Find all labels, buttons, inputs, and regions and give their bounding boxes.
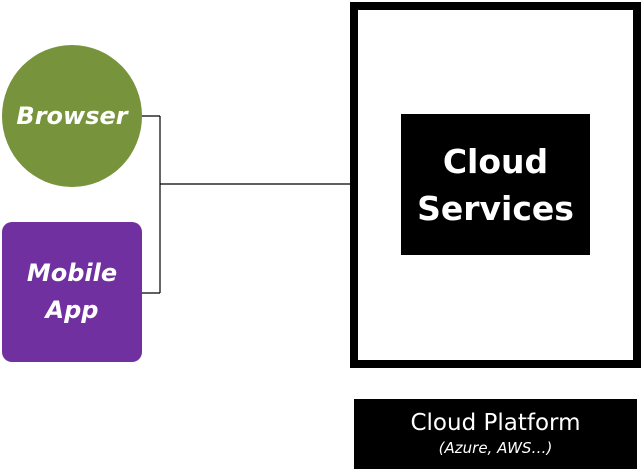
cloud-platform-title: Cloud Platform [410, 410, 581, 436]
cloud-platform-label-box: Cloud Platform (Azure, AWS…) [354, 399, 637, 469]
cloud-services-label-line1: Cloud [442, 141, 549, 181]
mobile-app-label-line1: Mobile [26, 259, 118, 287]
cloud-platform-subtitle: (Azure, AWS…) [438, 439, 553, 457]
cloud-services-label-line2: Services [417, 188, 574, 228]
mobile-app-label-line2: App [45, 296, 99, 324]
cloud-services-box: Cloud Services [401, 114, 590, 255]
browser-label: Browser [16, 101, 128, 130]
mobile-app-node: Mobile App [2, 222, 142, 362]
browser-node: Browser [2, 45, 142, 187]
